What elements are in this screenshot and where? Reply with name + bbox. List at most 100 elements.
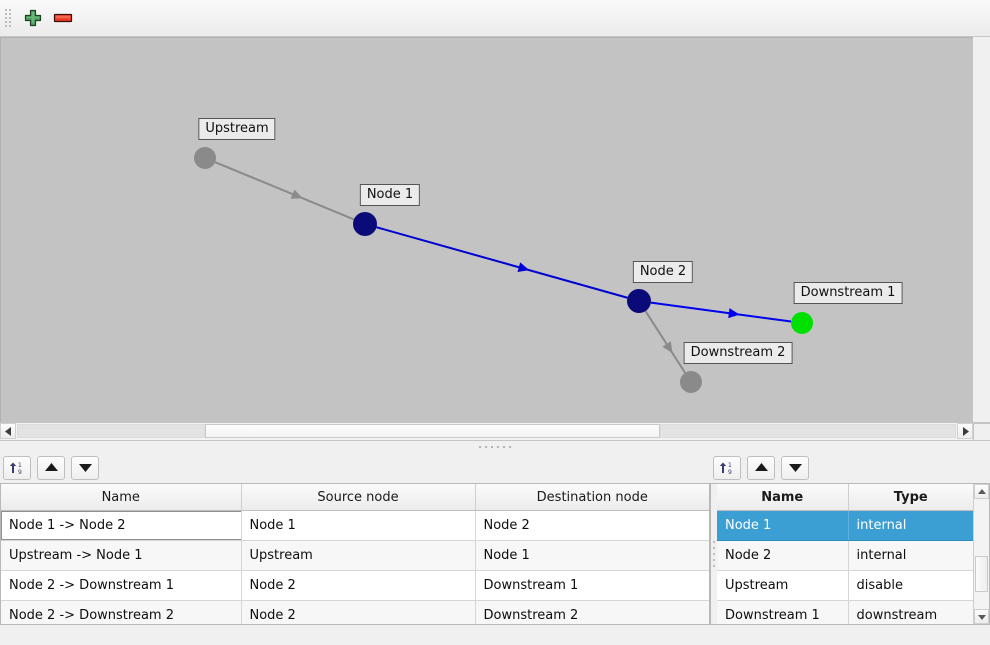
graph-node-label-upstream[interactable]: Upstream [198,118,276,140]
red-minus-icon [51,8,75,28]
nodes-pane-grip[interactable] [711,484,717,624]
nodes-cell-type[interactable]: internal [848,540,973,571]
scroll-corner [973,423,990,440]
scroll-right-arrow-button[interactable] [957,423,973,439]
nodes-vscroll-thumb[interactable] [975,556,988,592]
edges-table-header-row: Name Source node Destination node [1,484,709,511]
sort-order-icon: 1 9 [9,460,25,476]
horizontal-splitter[interactable] [0,440,990,452]
nodes-table-header-row: Name Type [717,484,973,511]
edges-sort-button[interactable]: 1 9 [3,455,31,480]
svg-text:1: 1 [728,462,732,469]
nodes-scroll-up-arrow-button[interactable] [974,484,989,499]
edges-cell-name[interactable]: Node 2 -> Downstream 2 [1,600,242,624]
scroll-left-arrow-button[interactable] [0,423,16,439]
edges-cell-destination[interactable]: Downstream 1 [475,570,709,601]
nodes-cell-name[interactable]: Upstream [717,570,849,601]
graph-node-node2[interactable] [627,289,651,313]
nodes-cell-type[interactable]: downstream [848,600,973,624]
edges-cell-destination[interactable]: Downstream 2 [475,600,709,624]
graph-edge-node1-node2[interactable] [376,226,628,299]
edges-toolbar: 1 9 [0,452,710,483]
graph-node-upstream[interactable] [194,147,216,169]
edges-cell-source[interactable]: Node 1 [241,510,476,541]
green-plus-icon [23,8,43,28]
edges-table[interactable]: Name Source node Destination node Node 1… [1,484,709,624]
nodes-scroll-down-arrow-button[interactable] [974,609,989,624]
edges-move-down-button[interactable] [71,455,99,480]
status-bar [0,625,990,645]
hscroll-trough-right[interactable] [660,424,956,438]
svg-text:1: 1 [18,462,22,469]
nodes-cell-type[interactable]: disable [848,570,973,601]
graph-node-label-downstream1[interactable]: Downstream 1 [793,282,903,304]
nodes-move-down-button[interactable] [781,455,809,480]
edges-cell-source[interactable]: Node 2 [241,600,476,624]
splitter-grip [477,445,513,448]
edges-cell-name[interactable]: Upstream -> Node 1 [1,540,242,571]
nodes-table-vscrollbar[interactable] [973,484,989,624]
graph-edge-upstream-node1[interactable] [214,161,355,221]
sort-order-icon: 1 9 [719,460,735,476]
edges-cell-source[interactable]: Upstream [241,540,476,571]
edges-column-destination[interactable]: Destination node [475,484,709,511]
edges-column-source[interactable]: Source node [241,484,476,511]
nodes-column-name[interactable]: Name [717,484,849,511]
nodes-column-type[interactable]: Type [848,484,973,511]
graph-hscrollbar-row [0,422,990,440]
nodes-pane: 1 9 [710,452,990,625]
graph-node-downstream1[interactable] [791,312,813,334]
graph-node-label-node2[interactable]: Node 2 [632,261,694,283]
graph-edge-node2-downstream1[interactable] [650,301,792,323]
edges-cell-destination[interactable]: Node 2 [475,510,709,541]
graph-node-downstream2[interactable] [680,371,702,393]
graph-edge-arrow-node1-node2 [517,262,530,273]
edges-cell-destination[interactable]: Node 1 [475,540,709,571]
graph-node-label-node1[interactable]: Node 1 [359,184,421,206]
edges-column-name[interactable]: Name [1,484,242,511]
graph-hscrollbar[interactable] [0,423,973,440]
svg-text:9: 9 [728,469,732,476]
triangle-up-icon [44,463,58,472]
graph-edge-node2-downstream2[interactable] [644,310,686,374]
main-toolbar [0,0,990,37]
graph-edge-arrow-node2-downstream2 [662,341,673,354]
triangle-down-icon [788,463,802,472]
remove-node-button[interactable] [48,4,78,32]
edges-cell-name[interactable]: Node 1 -> Node 2 [1,510,242,541]
edges-cell-source[interactable]: Node 2 [241,570,476,601]
graph-edge-arrow-upstream-node1 [290,189,303,199]
graph-node-node1[interactable] [353,212,377,236]
graph-edge-arrow-node2-downstream1 [728,308,740,319]
graph-node-label-downstream2[interactable]: Downstream 2 [683,342,793,364]
bottom-panes: 1 9 [0,452,990,625]
nodes-sort-button[interactable]: 1 9 [713,455,741,480]
nodes-cell-name[interactable]: Downstream 1 [717,600,849,624]
nodes-cell-name[interactable]: Node 1 [717,510,849,541]
triangle-up-icon [754,463,768,472]
edges-move-up-button[interactable] [37,455,65,480]
edges-cell-name[interactable]: Node 2 -> Downstream 1 [1,570,242,601]
hscroll-trough-left[interactable] [17,424,205,438]
nodes-cell-name[interactable]: Node 2 [717,540,849,571]
hscroll-thumb[interactable] [205,424,660,438]
toolbar-drag-grip[interactable] [3,5,13,31]
nodes-move-up-button[interactable] [747,455,775,480]
nodes-cell-type[interactable]: internal [848,510,973,541]
nodes-toolbar: 1 9 [710,452,990,483]
edges-pane: 1 9 [0,452,710,625]
add-node-button[interactable] [18,4,48,32]
